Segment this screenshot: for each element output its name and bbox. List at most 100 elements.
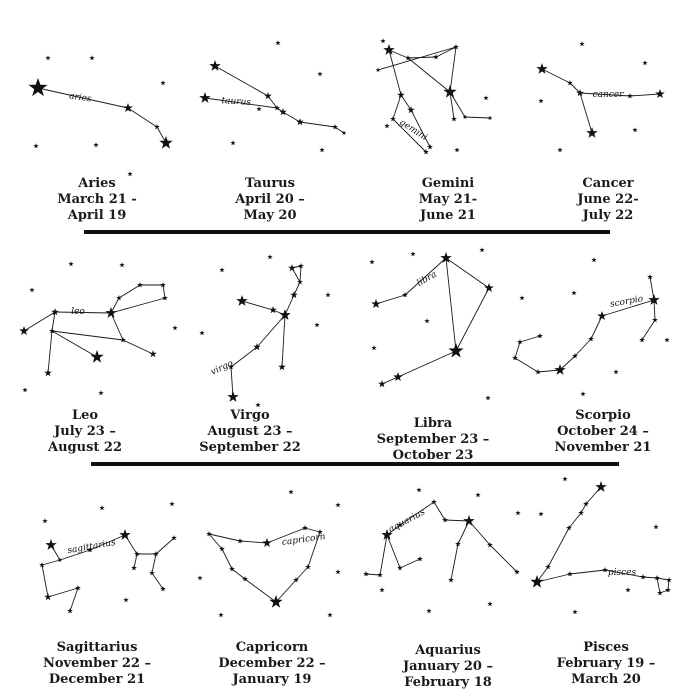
star-icon: [648, 294, 660, 305]
constellation-line-leo: [118, 284, 141, 299]
background-star-icon: [29, 287, 35, 293]
star-icon: [105, 307, 117, 318]
background-star-icon: [580, 391, 586, 397]
star-icon: [341, 130, 347, 135]
background-star-icon: [160, 80, 166, 86]
constellation-line-scorpio: [653, 299, 656, 321]
star-icon: [666, 577, 672, 583]
constellation-line-aquarius: [457, 520, 470, 545]
star-icon: [199, 92, 211, 103]
constellation-label-aries: aries: [68, 92, 92, 105]
star-icon: [269, 306, 277, 314]
constellation-line-gemini: [449, 46, 457, 93]
star-icon: [567, 571, 573, 577]
sign-dates-end-aquarius: February 18: [404, 675, 492, 690]
star-icon: [279, 108, 287, 116]
background-star-icon: [380, 38, 386, 44]
constellation-line-libra: [455, 287, 490, 352]
star-icon: [443, 85, 457, 98]
caption-scorpio: Scorpio October 24 – November 21: [518, 408, 688, 456]
constellation-line-capricorn: [295, 566, 309, 581]
star-icon: [639, 337, 645, 343]
constellation-line-virgo: [284, 294, 295, 316]
background-star-icon: [197, 575, 203, 581]
constellation-line-sagittarius: [155, 537, 175, 555]
background-star-icon: [89, 55, 95, 61]
constellation-line-aries: [37, 87, 129, 109]
caption-pisces: Pisces February 19 – March 20: [521, 640, 691, 688]
star-icon: [119, 529, 131, 540]
constellation-line-gemini: [388, 49, 402, 96]
star-icon: [654, 575, 660, 581]
star-icon: [153, 551, 159, 557]
constellation-line-sagittarius: [133, 553, 138, 569]
star-icon: [463, 515, 475, 526]
constellation-line-gemini: [392, 118, 427, 153]
sign-name-aries: Aries: [78, 176, 116, 191]
constellation-aries: aries: [28, 55, 173, 177]
sign-dates-end-leo: August 22: [47, 440, 123, 455]
constellation-line-leo: [51, 311, 56, 332]
constellation-label-scorpio: scorpio: [609, 294, 644, 310]
star-icon: [39, 562, 45, 568]
background-star-icon: [335, 569, 341, 575]
star-icon: [296, 118, 304, 126]
sign-dates-end-capricorn: January 19: [232, 672, 312, 687]
constellation-line-scorpio: [537, 369, 561, 373]
background-star-icon: [632, 127, 638, 133]
background-star-icon: [99, 505, 105, 511]
star-icon: [572, 353, 578, 359]
star-icon: [665, 587, 671, 593]
caption-cancer: Cancer June 22- July 22: [523, 176, 693, 224]
background-star-icon: [68, 261, 74, 267]
star-icon: [278, 363, 286, 371]
constellation-line-aquarius: [399, 558, 421, 569]
star-icon: [159, 136, 173, 149]
background-star-icon: [410, 251, 416, 257]
star-icon: [487, 542, 493, 548]
star-icon: [236, 295, 248, 306]
sign-dates-start-virgo: August 23 –: [207, 424, 293, 439]
constellation-line-capricorn: [208, 533, 223, 550]
star-icon: [87, 547, 93, 553]
star-icon: [264, 92, 272, 100]
star-icon: [381, 529, 393, 540]
star-icon: [19, 326, 29, 335]
constellation-line-cancer: [579, 92, 631, 97]
constellation-line-pisces: [568, 512, 582, 529]
constellation-line-pisces: [642, 576, 658, 579]
constellation-line-leo: [51, 330, 98, 358]
background-star-icon: [169, 501, 175, 507]
star-icon: [393, 372, 403, 381]
star-icon: [576, 89, 584, 97]
constellation-line-cancer: [569, 82, 581, 94]
constellation-label-leo: leo: [71, 307, 85, 317]
star-icon: [647, 274, 653, 280]
star-icon: [588, 336, 594, 342]
star-icon: [602, 567, 608, 573]
star-icon: [75, 585, 81, 591]
star-icon: [227, 391, 239, 402]
star-icon: [290, 291, 298, 299]
star-icon: [209, 60, 221, 71]
star-icon: [160, 586, 166, 592]
constellation-label-cancer: cancer: [593, 90, 625, 100]
star-icon: [535, 369, 541, 375]
background-star-icon: [625, 587, 631, 593]
star-icon: [134, 551, 140, 557]
constellation-line-gemini: [407, 57, 451, 93]
constellation-line-aquarius: [489, 544, 518, 573]
star-icon: [375, 67, 381, 72]
star-icon: [433, 54, 439, 60]
star-icon: [514, 569, 520, 575]
star-icon: [652, 317, 658, 323]
constellation-line-aries: [127, 107, 158, 128]
sign-dates-end-scorpio: November 21: [554, 440, 652, 455]
background-star-icon: [475, 492, 481, 498]
caption-aries: Aries March 21 - April 19: [12, 176, 182, 224]
constellation-line-virgo: [241, 300, 274, 311]
constellation-line-sagittarius: [151, 553, 157, 574]
star-icon: [554, 364, 566, 375]
constellation-line-taurus: [299, 121, 336, 128]
constellation-line-leo: [110, 297, 166, 314]
